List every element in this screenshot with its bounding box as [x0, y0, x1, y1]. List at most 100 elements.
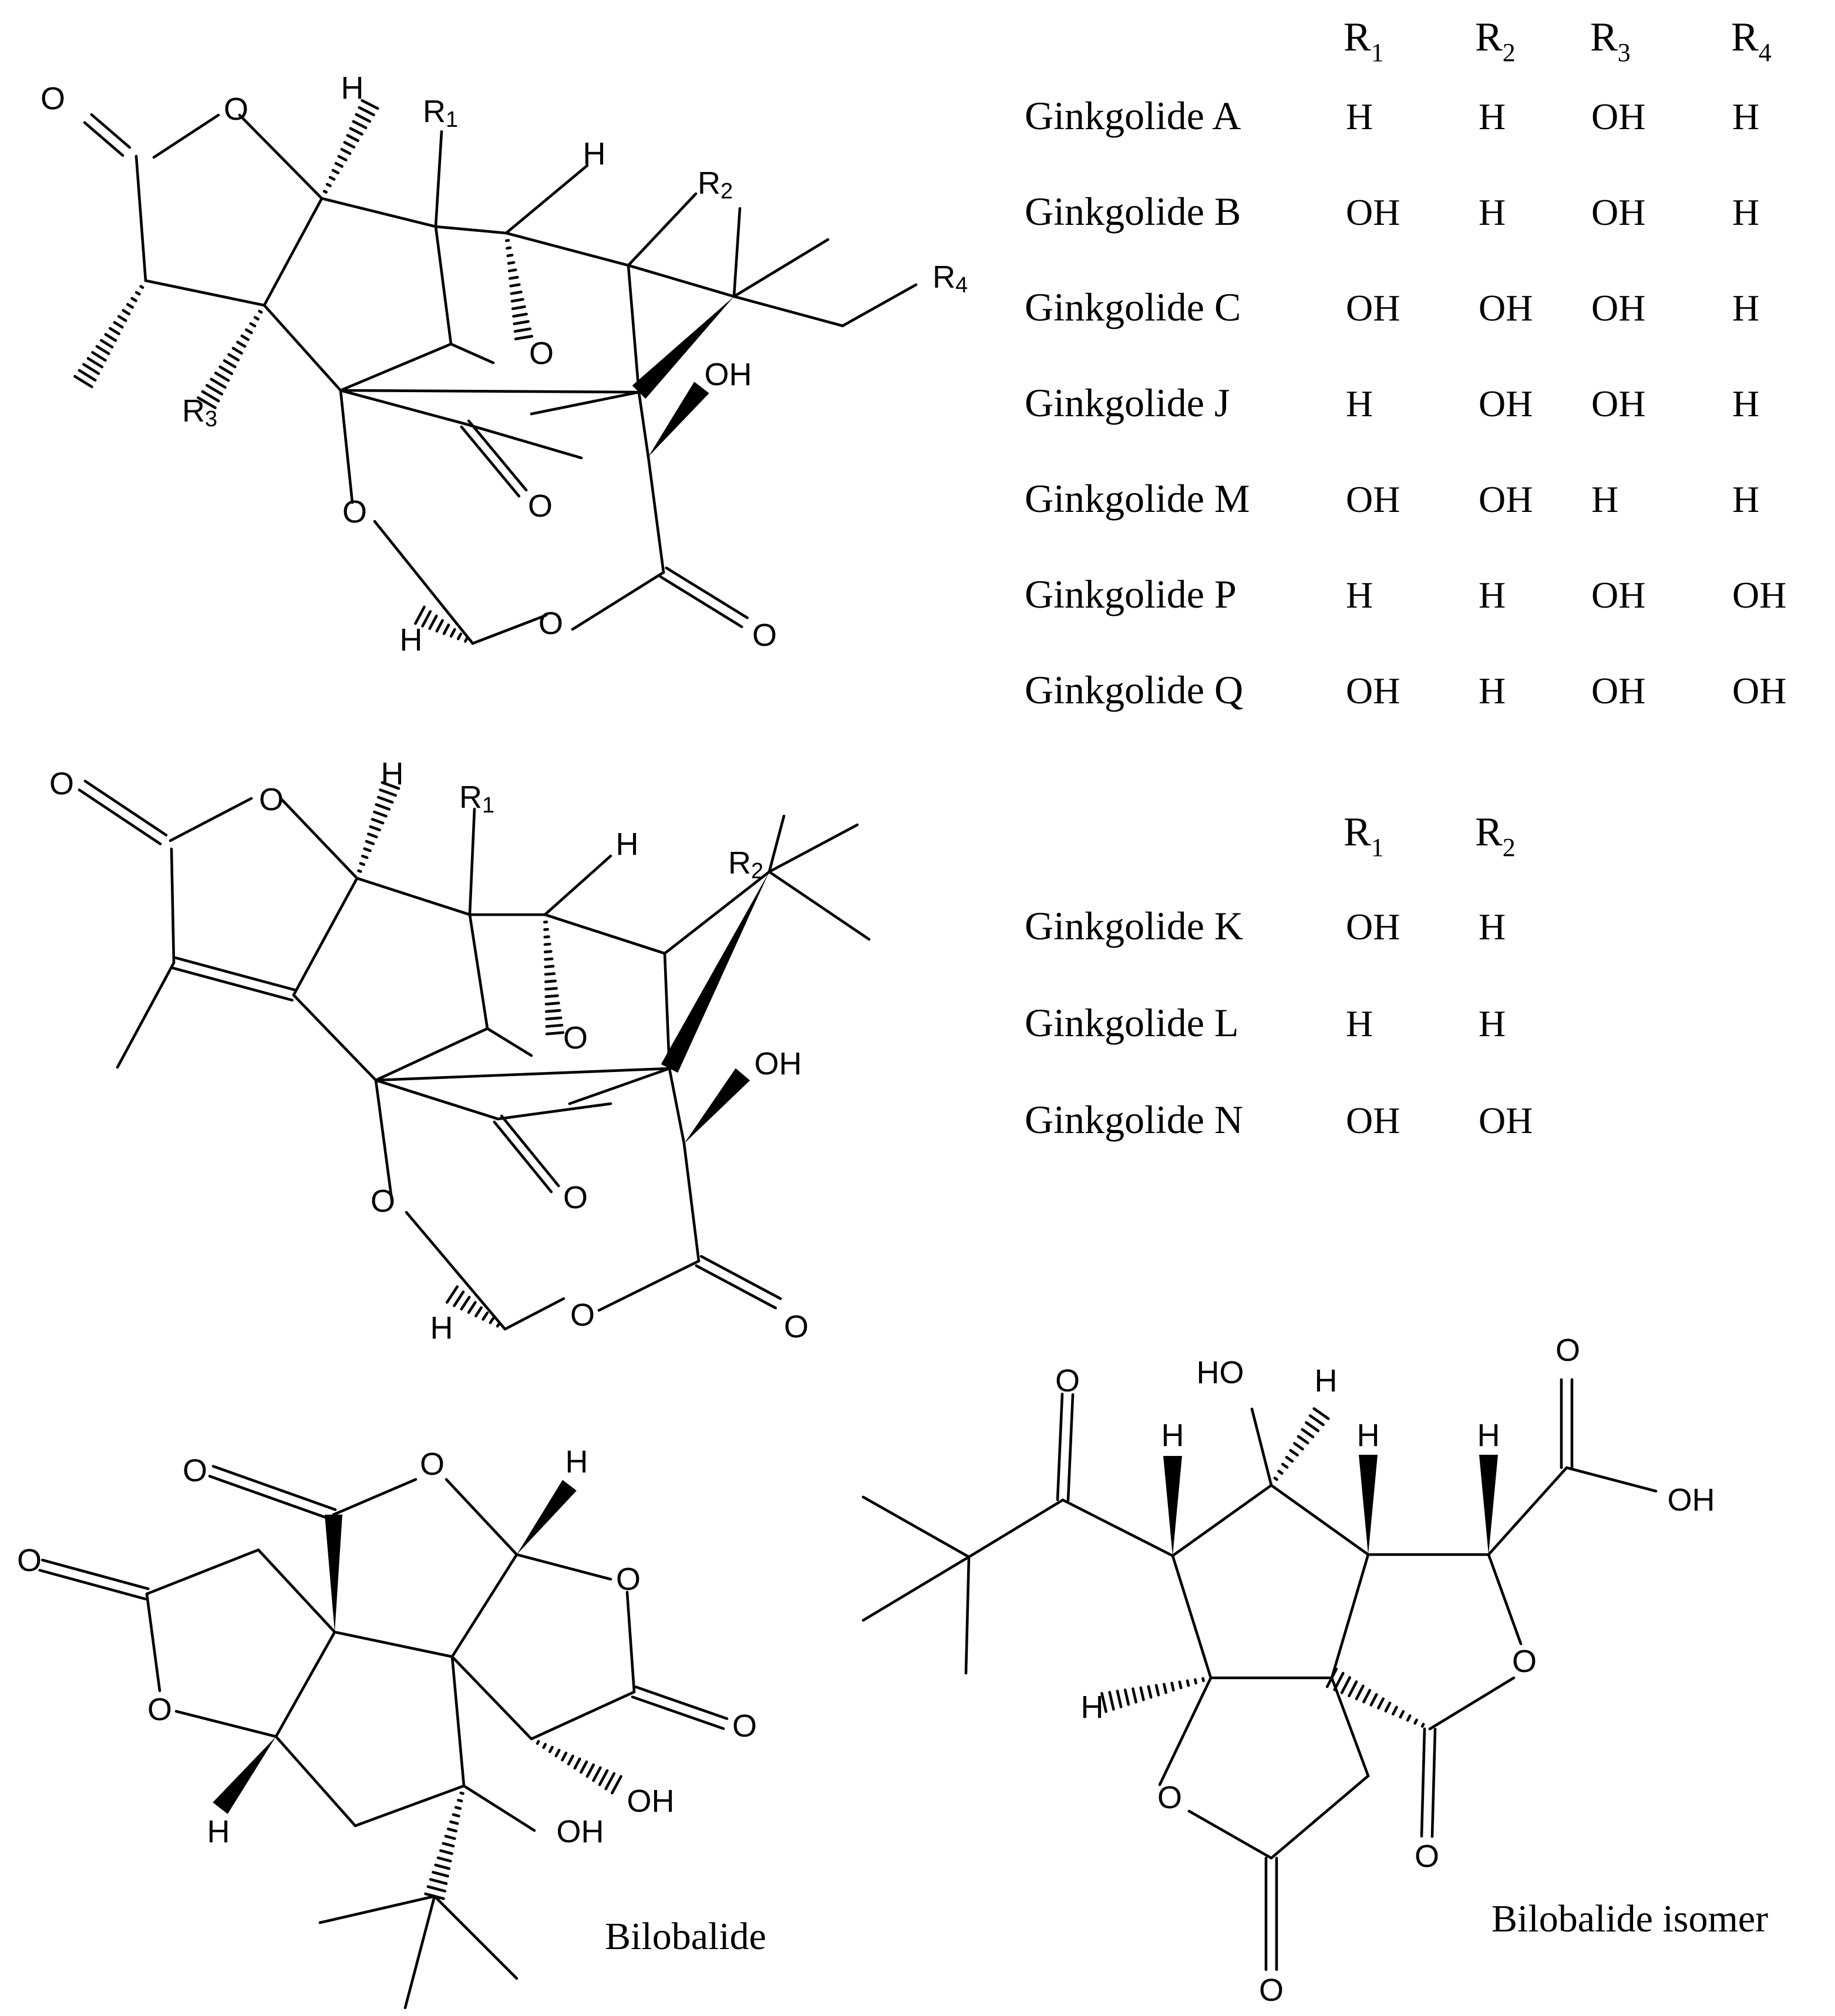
bond [262, 304, 342, 392]
hash-line [218, 365, 234, 375]
substituent-value: OH [1591, 96, 1645, 137]
hash-line [1305, 1421, 1320, 1432]
hash-line [509, 275, 519, 280]
hash-line [122, 309, 131, 316]
hash-line [544, 1002, 560, 1006]
bond [433, 1894, 518, 1980]
hash-line [375, 803, 391, 811]
double-bond-line [211, 1465, 337, 1511]
compound-name: Ginkgolide K [1025, 904, 1243, 948]
bond [627, 192, 698, 267]
double-bond-line [83, 121, 124, 157]
oxygen-atom: O [224, 92, 248, 127]
compound-name: Ginkgolide A [1025, 93, 1241, 138]
bond [1270, 1774, 1370, 1860]
bond [682, 1142, 701, 1263]
double-bond-line [90, 113, 132, 149]
hash-line [1123, 1688, 1130, 1706]
header-letter: R [1590, 15, 1618, 60]
hash-line [1132, 1687, 1137, 1704]
bond [503, 1297, 565, 1331]
hash-line [460, 1296, 471, 1311]
bond [355, 876, 472, 916]
substituent-value: H [1479, 906, 1506, 948]
hash-line [598, 1769, 609, 1786]
bond [339, 342, 453, 392]
hashed-wedge-bond [197, 309, 263, 409]
hash-line [343, 141, 356, 149]
oxygen-atom: O [1415, 1839, 1439, 1874]
hash-line [1281, 1462, 1289, 1469]
bond [1187, 1809, 1273, 1860]
bond [450, 1655, 533, 1741]
bond [339, 389, 467, 426]
hashed-wedge-bond [1100, 1677, 1205, 1713]
hydrogen-atom: H [430, 1310, 453, 1346]
hash-line [509, 283, 521, 288]
hash-line [371, 818, 385, 825]
substituent-value: OH [1346, 191, 1400, 233]
hash-line [214, 371, 230, 382]
hash-line [507, 261, 516, 265]
bond [468, 913, 489, 1030]
substituent-value: OH [1591, 574, 1645, 616]
oxygen-atom: O [1259, 1973, 1284, 2008]
hash-line [439, 1849, 453, 1855]
double-bond-line [467, 419, 528, 492]
hash-line [442, 1842, 455, 1848]
hash-line [544, 987, 558, 991]
hashed-wedge-bond [73, 285, 144, 389]
r2-label: R2 [698, 166, 733, 204]
hash-line [100, 339, 114, 349]
hash-line [449, 628, 456, 638]
hash-line [1163, 1683, 1167, 1694]
bond [449, 342, 495, 365]
compound-name: Ginkgolide B [1025, 189, 1241, 234]
r2-label-letter: R [728, 845, 751, 881]
hashed-wedge-bond [504, 239, 534, 341]
hash-line [544, 965, 555, 969]
substituent-value: OH [1591, 287, 1645, 329]
bond [1330, 1676, 1370, 1778]
oxygen-atom: O [616, 1562, 641, 1597]
hash-line [489, 1316, 495, 1324]
substituent-value: H [1346, 574, 1373, 616]
hash-line [328, 176, 336, 181]
hash-line [134, 291, 141, 296]
hashed-wedge-bond [414, 605, 469, 643]
bond [238, 113, 324, 200]
hash-line [514, 335, 534, 341]
r1-label-index: 1 [446, 107, 458, 132]
hash-line [513, 327, 532, 333]
oxygen-atom: O [1555, 1333, 1580, 1368]
hash-line [444, 1835, 456, 1840]
hydroxyl-group: HO [1197, 1355, 1244, 1390]
bond [543, 913, 666, 955]
bond [279, 797, 359, 880]
compound-name: Ginkgolide N [1025, 1097, 1243, 1142]
compound-name: Ginkgolide Q [1025, 667, 1243, 712]
hash-line [445, 1285, 459, 1304]
hydroxyl-group: OH [755, 1046, 802, 1081]
header-letter: R [1731, 15, 1759, 60]
bond [967, 1498, 1065, 1559]
hydrogen-atom: H [1081, 1690, 1104, 1725]
oxygen-atom: O [528, 488, 553, 524]
bond [486, 1027, 533, 1057]
double-bond-line [174, 956, 297, 992]
hash-line [545, 1023, 564, 1028]
bond [374, 1078, 500, 1121]
bond [627, 264, 736, 298]
hash-line [363, 847, 372, 852]
substituent-value: H [1479, 191, 1506, 233]
hashed-wedge-bond [424, 1791, 464, 1900]
hash-line [240, 334, 250, 341]
hash-line [536, 1739, 540, 1745]
caption-bilobalide: Bilobalide [605, 1915, 766, 1958]
